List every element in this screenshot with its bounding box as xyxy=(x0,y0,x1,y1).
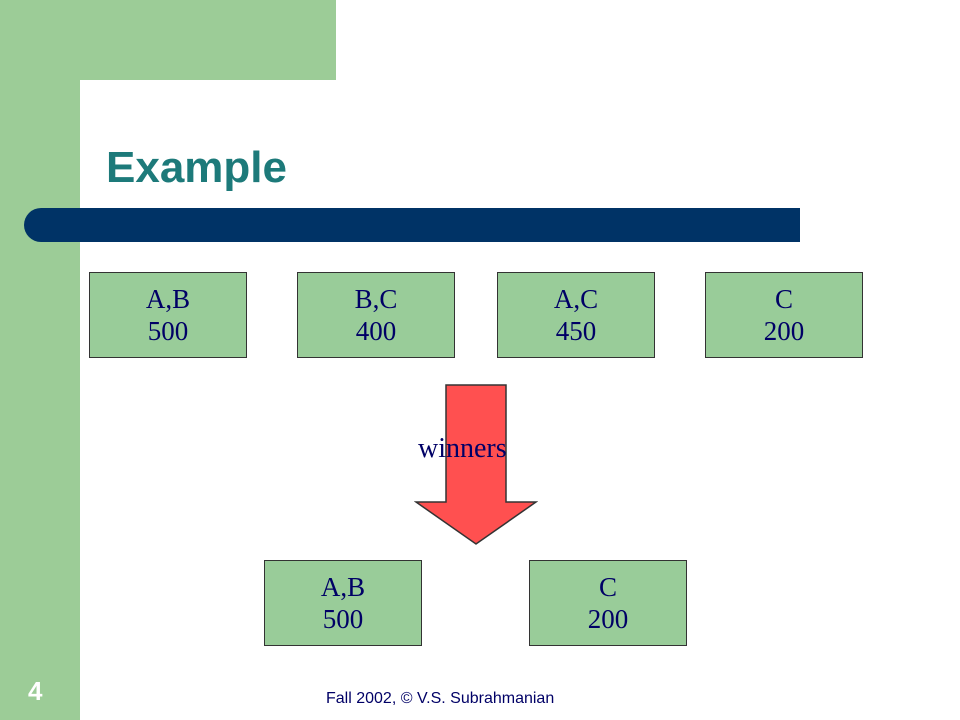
bid-items: A,B xyxy=(145,284,191,314)
bid-price: 500 xyxy=(147,316,189,346)
down-arrow-icon xyxy=(414,384,538,545)
bid-box: A,B 500 xyxy=(89,272,247,358)
winner-price: 200 xyxy=(587,604,629,634)
bid-items: A,C xyxy=(553,284,599,314)
bid-box: B,C 400 xyxy=(297,272,455,358)
slide-title: Example xyxy=(106,143,287,192)
winner-price: 500 xyxy=(322,604,364,634)
footer-text: Fall 2002, © V.S. Subrahmanian xyxy=(326,690,555,707)
bid-price: 450 xyxy=(555,316,597,346)
winner-items: A,B xyxy=(320,572,366,602)
top-band-decoration xyxy=(80,0,336,80)
bid-box: C 200 xyxy=(705,272,863,358)
corner-curve-decoration xyxy=(80,80,140,140)
bid-price: 400 xyxy=(355,316,397,346)
winner-box: C 200 xyxy=(529,560,687,646)
winner-items: C xyxy=(598,572,617,602)
slide-number: 4 xyxy=(28,676,43,706)
title-underline-bar xyxy=(24,208,800,242)
bid-items: B,C xyxy=(354,284,398,314)
bid-price: 200 xyxy=(763,316,805,346)
bid-box: A,C 450 xyxy=(497,272,655,358)
sidebar-decoration xyxy=(0,0,80,720)
bid-items: C xyxy=(774,284,793,314)
winner-box: A,B 500 xyxy=(264,560,422,646)
winners-label: winners xyxy=(418,433,507,464)
